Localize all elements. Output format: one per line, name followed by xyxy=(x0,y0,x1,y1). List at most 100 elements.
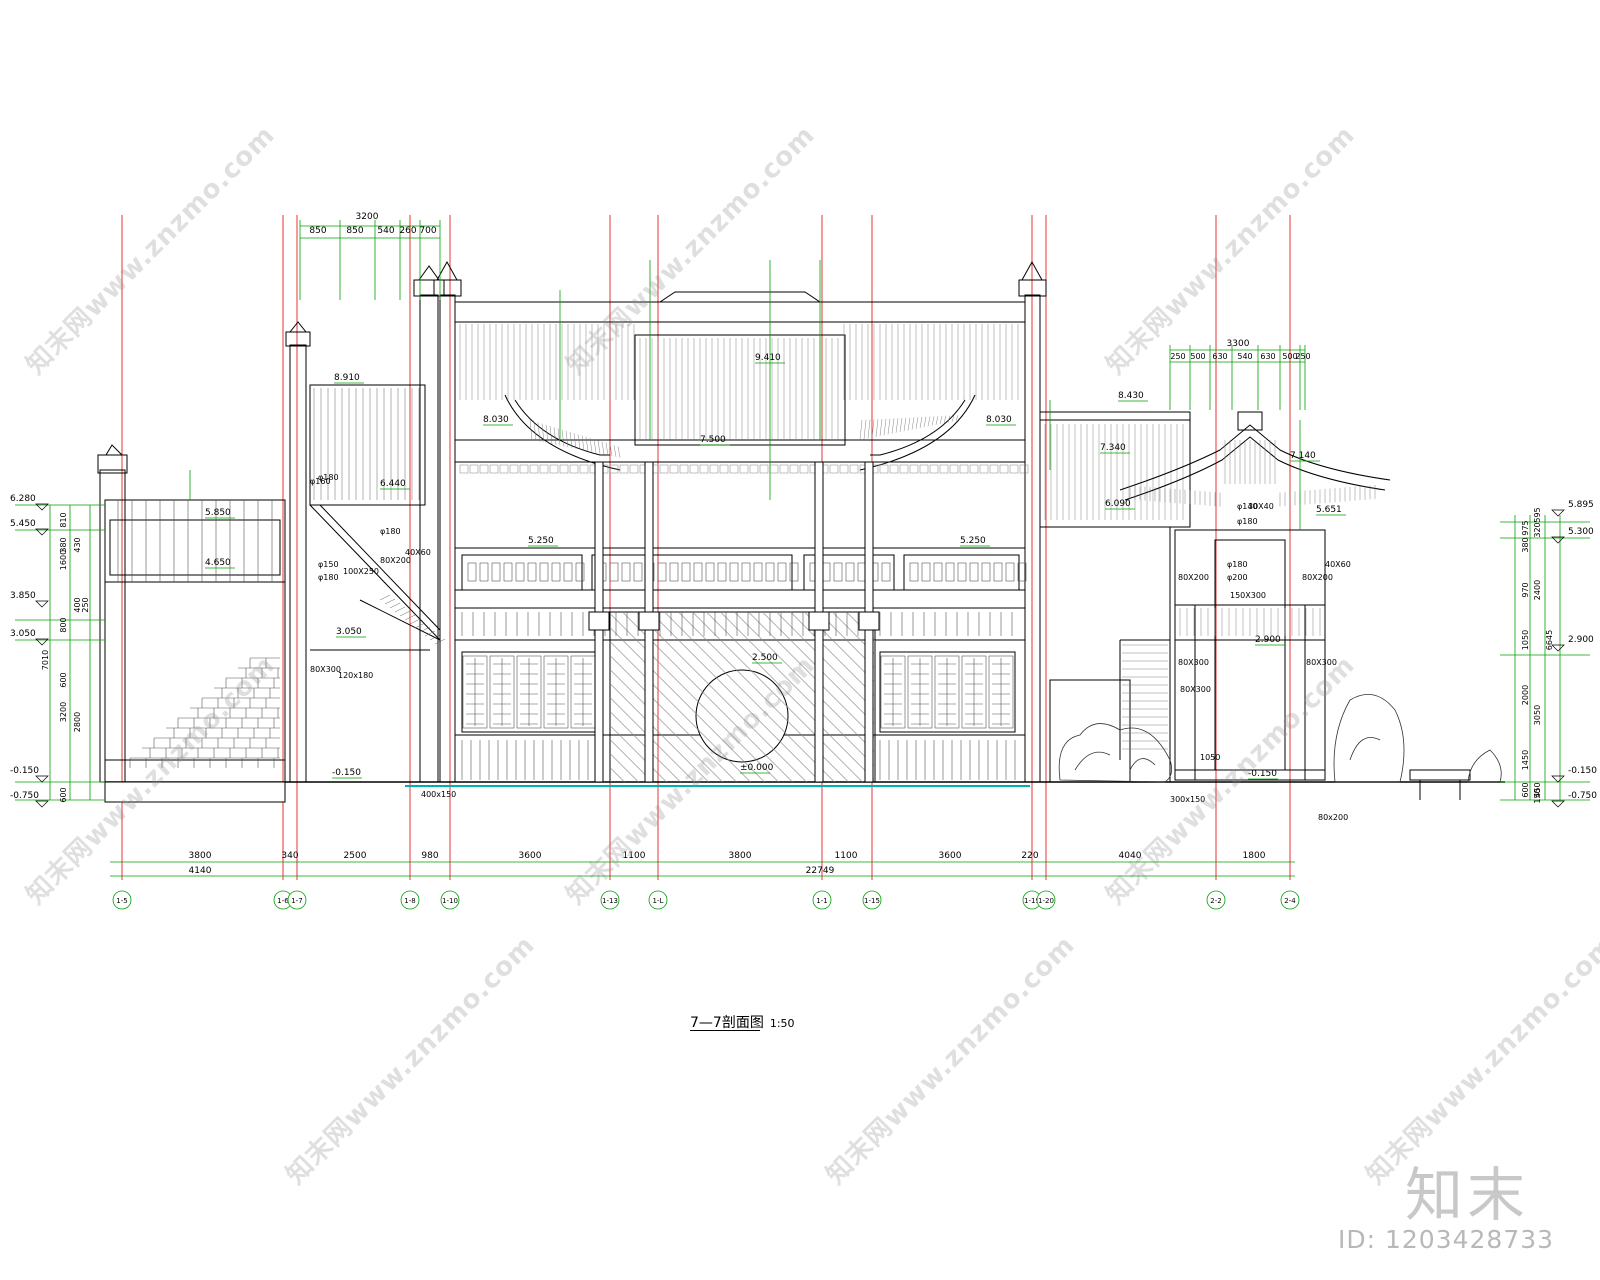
eave-rafter xyxy=(923,416,927,428)
elevation-dim-right: 6645 xyxy=(1545,630,1554,650)
axis-bubble xyxy=(862,890,882,910)
member-label: 400x150 xyxy=(421,790,456,799)
balustrade-fret xyxy=(981,562,991,582)
member-label: φ180 xyxy=(380,527,401,536)
lattice-diagonal xyxy=(609,640,752,783)
member-label: 40X60 xyxy=(1325,560,1351,569)
dim-right-part: 250 xyxy=(1295,352,1310,361)
lattice-diagonal xyxy=(609,613,779,783)
member-label: φ180 xyxy=(318,473,339,482)
dim-bottom-part: 3600 xyxy=(939,851,962,861)
window-panel xyxy=(988,655,1014,729)
bracket-block xyxy=(919,464,929,474)
eave-rafter xyxy=(907,417,911,431)
balustrade-fret xyxy=(741,562,751,582)
dim-right-part: 540 xyxy=(1237,352,1252,361)
lattice-diagonal xyxy=(609,668,724,783)
elevation-dim-left: 600 xyxy=(59,787,68,802)
stair-tread xyxy=(384,598,396,605)
bracket-block xyxy=(549,464,559,474)
level-marker: -0.150 xyxy=(332,768,361,778)
level-marker: 3.050 xyxy=(336,627,362,637)
member-labels: φ180φ150φ180φ18080X200100X25040X6080X300… xyxy=(310,473,1351,822)
bracket-block xyxy=(459,464,469,474)
bracket-block xyxy=(699,464,709,474)
elevation-dim-left: 380 xyxy=(59,537,68,552)
dim-bottom-part: 1100 xyxy=(835,851,858,861)
axis-label: 1-7 xyxy=(291,897,302,905)
level-marker: 8.430 xyxy=(1118,391,1144,401)
stair-tread xyxy=(424,630,436,637)
axis-label: 2-4 xyxy=(1284,897,1296,905)
stair-wing xyxy=(309,265,445,783)
lattice-diagonal xyxy=(663,611,835,783)
member-label: 1050 xyxy=(1200,753,1220,762)
eave-rafter xyxy=(569,431,573,449)
elevation-dim-right: 970 xyxy=(1521,582,1530,597)
level-marker: 8.030 xyxy=(986,415,1012,425)
elevation-dim-left: 2800 xyxy=(73,712,82,732)
elevation-dim-left: 7010 xyxy=(41,650,50,670)
level-marker: 5.850 xyxy=(205,508,231,518)
axis-label: 1-20 xyxy=(1038,897,1054,905)
lattice-diagonal xyxy=(609,655,737,783)
balustrade-fret xyxy=(933,562,943,582)
elevation-symbol xyxy=(1551,800,1565,808)
stair-tread xyxy=(399,610,411,617)
brand-logo-text: 知末 xyxy=(1405,1161,1530,1229)
balustrade-fret xyxy=(881,562,891,582)
bracket-block xyxy=(729,464,739,474)
member-label: 120x180 xyxy=(338,671,373,680)
column-bracket xyxy=(588,611,610,631)
axis-label: 1-15 xyxy=(864,897,880,905)
level-marker: 6.440 xyxy=(380,479,406,489)
dim-right-part: 630 xyxy=(1260,352,1275,361)
window-panel xyxy=(462,655,488,729)
elevation-dim-right: 1450 xyxy=(1521,750,1530,770)
eave-rafter xyxy=(931,416,935,426)
axis-bubble xyxy=(1036,890,1056,910)
member-label: 150X300 xyxy=(1230,591,1266,600)
member-label: φ160 xyxy=(310,477,331,486)
lattice-diagonal xyxy=(609,654,738,783)
eave-rafter xyxy=(613,445,617,457)
lattice-diagonal xyxy=(609,641,751,783)
rockery xyxy=(1058,693,1502,783)
lattice-diagonal xyxy=(609,682,710,783)
bracket-block xyxy=(539,464,549,474)
eave-rafter xyxy=(883,418,887,436)
balustrade-fret xyxy=(539,562,549,582)
eave-rafter xyxy=(867,419,871,439)
level-marker: ±0.000 xyxy=(740,763,774,773)
lattice-diagonal xyxy=(609,669,723,783)
column-bracket xyxy=(808,611,830,631)
lattice-diagonal xyxy=(691,611,863,783)
image-id: ID: 1203428733 xyxy=(1338,1225,1555,1254)
eave-rafter xyxy=(911,417,915,430)
bracket-block xyxy=(889,464,899,474)
eave-rafter xyxy=(927,416,931,427)
elevation-symbol xyxy=(35,800,49,808)
axis-label: 1-19 xyxy=(1024,897,1040,905)
balustrade-fret xyxy=(515,562,525,582)
member-label: 80X200 xyxy=(380,556,411,565)
balustrade-fret xyxy=(467,562,477,582)
elevation-symbol xyxy=(35,528,49,536)
lattice-diagonal xyxy=(609,753,639,783)
eave-rafter xyxy=(533,421,537,441)
lattice-diagonal xyxy=(649,611,821,783)
bracket-block xyxy=(849,464,859,474)
eave-rafter xyxy=(895,418,899,433)
eave-rafter xyxy=(529,419,533,441)
level-marker: 5.250 xyxy=(960,536,986,546)
eave-rafter xyxy=(859,419,863,441)
eave-rafter xyxy=(935,416,939,425)
balustrade-fret xyxy=(551,562,561,582)
axis-bubble xyxy=(440,890,460,910)
member-label: 80X200 xyxy=(1178,573,1209,582)
bracket-block xyxy=(789,464,799,474)
eave-rafter xyxy=(879,418,883,437)
balustrade-fret xyxy=(765,562,775,582)
bracket-block xyxy=(529,464,539,474)
